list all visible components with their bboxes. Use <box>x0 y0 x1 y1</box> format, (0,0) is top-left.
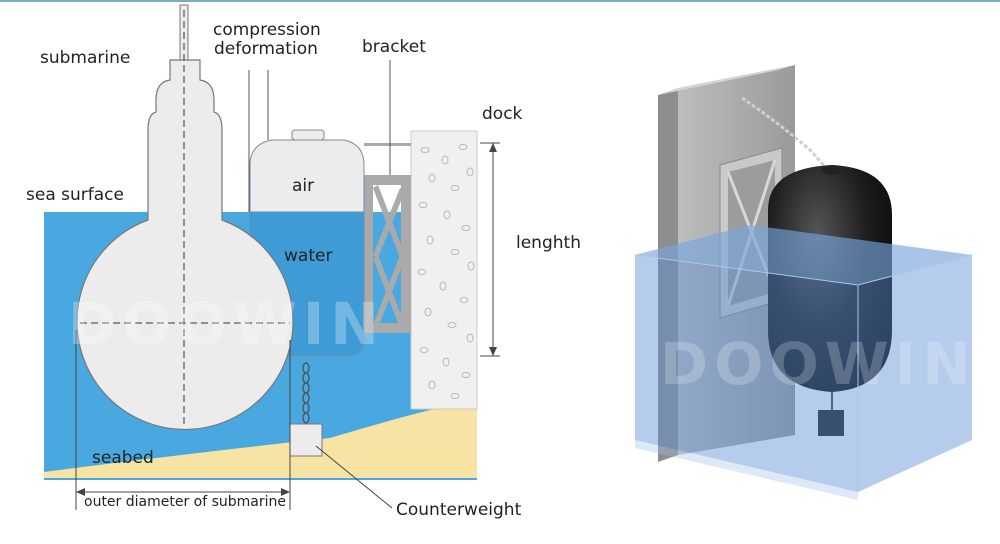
water-label: water <box>284 246 333 266</box>
fender-schematic-diagram <box>44 4 500 510</box>
seabed-label: seabed <box>92 448 154 468</box>
counterweight-leader-line <box>315 445 393 509</box>
submarine-hull <box>76 4 294 431</box>
length-dimension <box>480 142 500 357</box>
length-label: lenghth <box>516 233 581 253</box>
bracket-label: bracket <box>362 37 426 57</box>
outer-diameter-label: outer diameter of submarine <box>84 494 287 510</box>
render-black-fender <box>768 165 892 436</box>
air-label: air <box>292 176 315 196</box>
dock-structure <box>410 130 478 410</box>
submarine-label: submarine <box>40 48 131 68</box>
watermark-left: DOOWIN <box>68 290 385 358</box>
outer-diameter-dimension <box>75 330 291 510</box>
counterweight-block <box>289 423 323 457</box>
dock-label: dock <box>482 104 523 124</box>
render-water-volume <box>634 225 973 500</box>
render-suspension-chain <box>741 96 832 174</box>
top-accent-rule <box>0 0 1000 2</box>
counterweight-label: Counterweight <box>396 500 522 520</box>
anchor-chain <box>302 362 310 424</box>
sea-surface-label: sea surface <box>26 185 124 205</box>
fender-3d-render <box>634 65 973 500</box>
seabed-sand <box>44 405 477 478</box>
compression-label: compression <box>213 20 321 40</box>
watermark-right: DOOWIN <box>660 330 977 398</box>
deformation-label: deformation <box>214 39 318 59</box>
